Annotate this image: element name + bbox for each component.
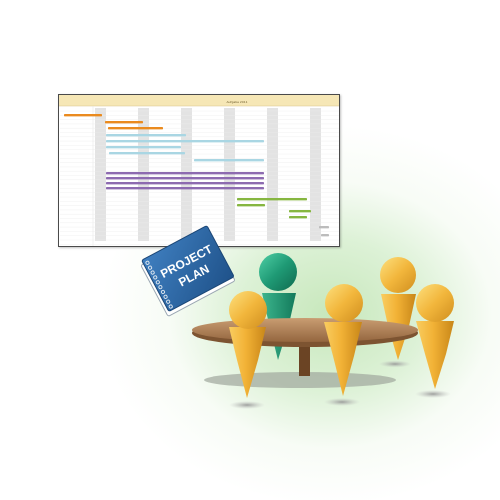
gantt-task-bar	[237, 204, 265, 207]
spiral-ring	[163, 294, 168, 299]
gantt-task-bar	[106, 146, 181, 149]
spiral-ring	[166, 299, 171, 304]
spiral-ring	[155, 280, 160, 285]
gantt-week-column	[310, 108, 321, 241]
gantt-week-column	[267, 108, 278, 241]
gantt-task-bar	[106, 134, 186, 137]
gantt-task-bar	[108, 127, 163, 130]
gantt-task-bar	[289, 210, 311, 213]
gantt-task-bar	[106, 177, 264, 180]
gantt-task-bar	[106, 172, 264, 175]
book-spiral-binding	[145, 260, 173, 309]
gantt-task-bar	[289, 216, 307, 219]
gantt-gridlines	[60, 110, 339, 245]
gantt-task-bar	[319, 226, 329, 229]
meeting-table	[192, 318, 418, 376]
project-plan-book: PROJECT PLAN	[141, 225, 235, 317]
gantt-task-bar	[106, 140, 264, 143]
gantt-week-column	[95, 108, 106, 241]
team-member-body	[324, 322, 362, 396]
team-leader-head	[259, 253, 297, 291]
gantt-task-bar	[106, 182, 264, 185]
gantt-task-bars	[64, 114, 329, 237]
gantt-task-bar	[237, 198, 307, 201]
spiral-ring	[158, 285, 163, 290]
gantt-task-bar	[194, 159, 264, 162]
team-member-body	[229, 327, 266, 398]
team-member-figure	[324, 284, 363, 396]
team-member-head	[416, 284, 454, 322]
team-member-head	[325, 284, 363, 322]
team-member-figure	[229, 291, 267, 398]
spiral-ring	[160, 289, 166, 295]
person-shadow	[379, 360, 411, 368]
team-member-head	[229, 291, 267, 329]
team-member-head	[380, 257, 416, 293]
team-member-body	[416, 321, 454, 389]
team-member-figure	[416, 284, 454, 389]
gantt-week-column	[224, 108, 235, 241]
gantt-task-bar	[106, 187, 264, 190]
gantt-task-bar	[321, 234, 329, 237]
gantt-task-bar	[109, 152, 185, 155]
gantt-chart: Aufgabe 2011	[58, 94, 340, 247]
gantt-title: Aufgabe 2011	[226, 100, 247, 104]
spiral-ring	[153, 275, 158, 280]
person-shadow	[229, 401, 265, 409]
spiral-ring	[168, 304, 173, 309]
gantt-task-bar	[64, 114, 102, 117]
spiral-ring	[150, 270, 155, 275]
book-cover	[141, 225, 234, 312]
person-shadow	[415, 390, 451, 398]
gantt-week-column	[138, 108, 149, 241]
spiral-ring	[145, 260, 150, 265]
gantt-columns	[95, 108, 321, 241]
table-top	[192, 318, 418, 342]
gantt-week-column	[181, 108, 192, 241]
person-shadow	[324, 398, 360, 406]
gantt-task-bar	[105, 121, 143, 124]
spiral-ring	[148, 265, 153, 270]
team-member-figure	[380, 257, 416, 360]
gantt-chart-canvas: Aufgabe 2011	[59, 95, 339, 246]
gantt-header	[59, 95, 339, 106]
table-leg	[299, 336, 310, 376]
